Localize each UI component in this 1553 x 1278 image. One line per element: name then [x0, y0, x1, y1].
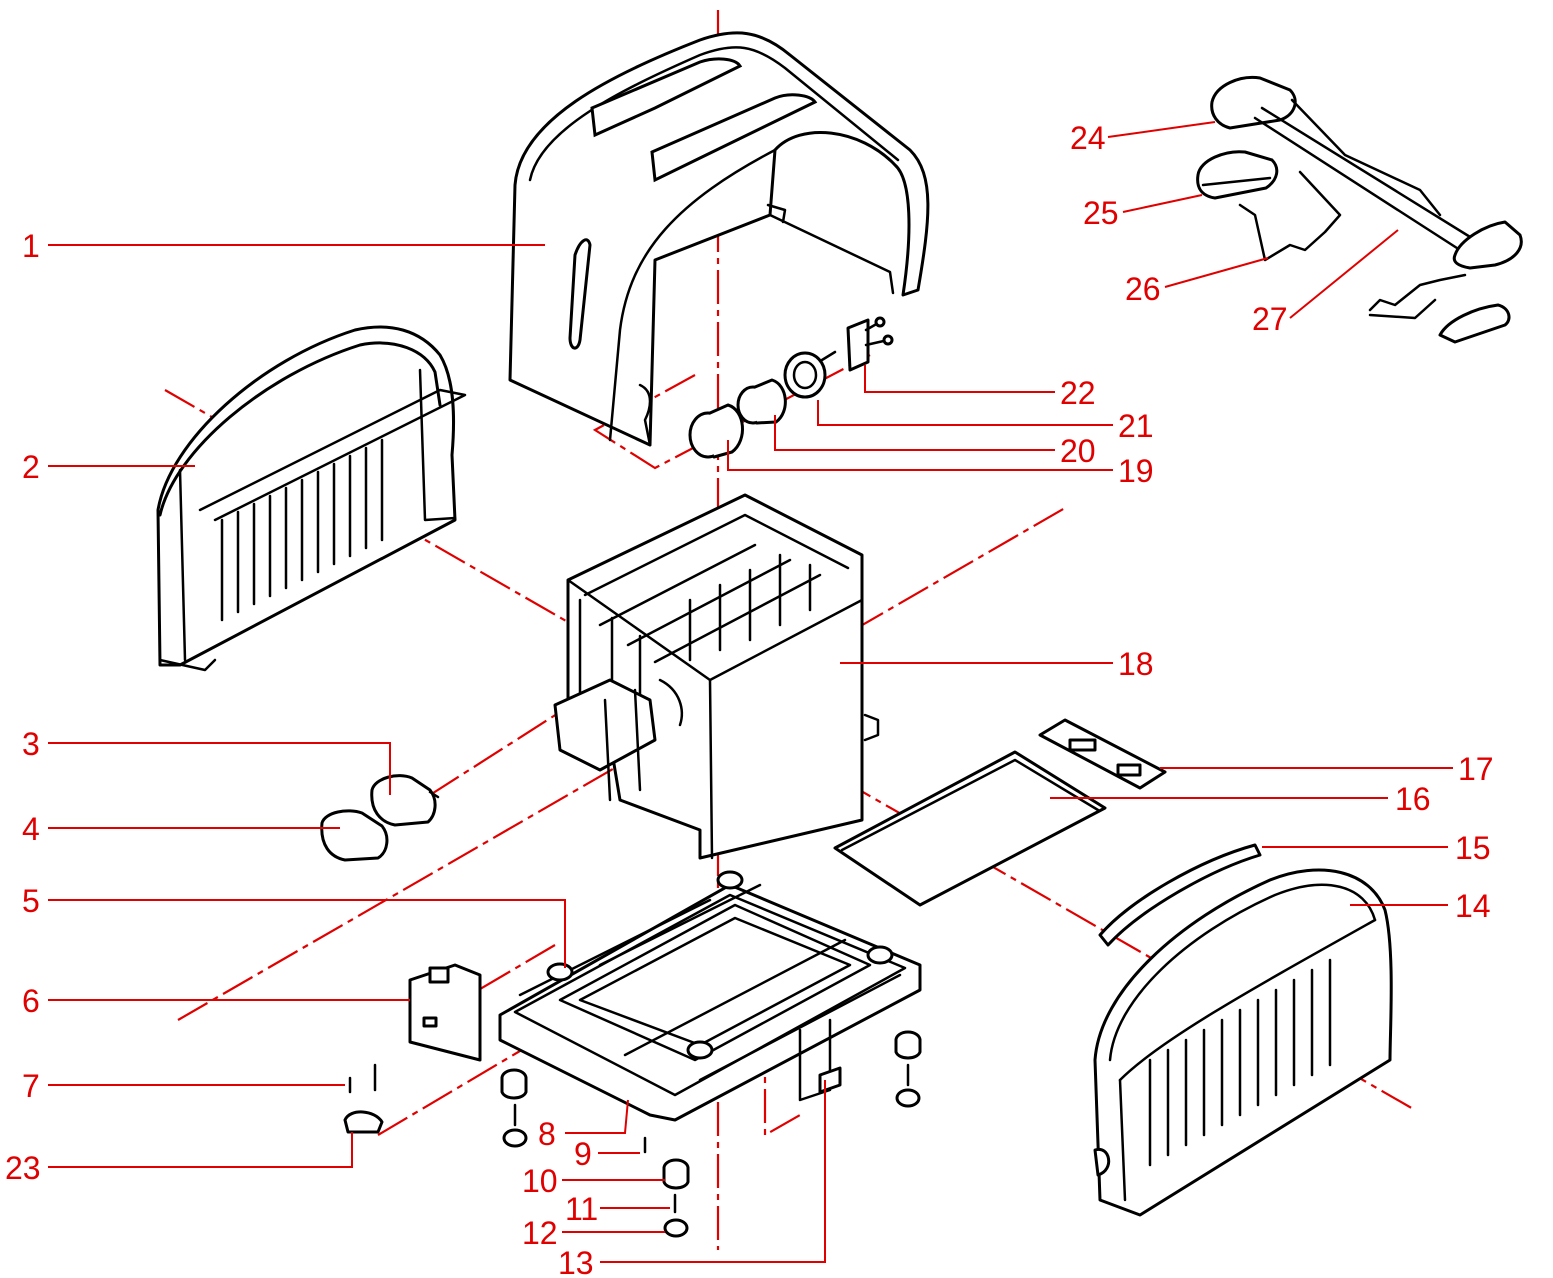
callout-5: 5: [22, 883, 40, 919]
callout-3: 3: [22, 726, 40, 762]
carriage-wire-right: [1368, 273, 1467, 320]
callout-22: 22: [1060, 375, 1096, 411]
callout-1: 1: [22, 228, 40, 264]
base-feet: [500, 1030, 922, 1190]
callout-9: 9: [574, 1136, 592, 1172]
callout-13: 13: [558, 1245, 594, 1278]
callout-23: 23: [5, 1150, 41, 1186]
right-side-panel: [1093, 868, 1393, 1217]
cancel-button-cap: [320, 809, 389, 862]
callout-20: 20: [1060, 433, 1096, 469]
crumb-tray-handle: [1038, 718, 1167, 790]
callout-6: 6: [22, 983, 40, 1019]
center-base-axis: [763, 985, 801, 1137]
callout-17: 17: [1458, 751, 1494, 787]
crumb-tray: [833, 750, 1107, 907]
callout-21: 21: [1118, 408, 1154, 444]
callout-2: 2: [22, 449, 40, 485]
callout-labels: 1 2 3 4 5 6 7 8 9 10 11 12 13 14 15 16 1…: [5, 120, 1494, 1278]
right-panel-vents: [1148, 958, 1332, 1167]
callout-25: 25: [1083, 195, 1119, 231]
callout-24: 24: [1070, 120, 1106, 156]
callout-12: 12: [522, 1215, 558, 1251]
callout-14: 14: [1455, 888, 1491, 924]
carriage-handle-lower: [1196, 150, 1279, 200]
base-screws: [348, 1063, 910, 1214]
base-nuts: [502, 1088, 921, 1238]
left-side-panel: [156, 325, 467, 672]
callout-16: 16: [1395, 781, 1431, 817]
lever-knob: [370, 774, 440, 827]
timer-mounting-bracket: [846, 316, 894, 372]
heating-chassis: [553, 493, 880, 860]
left-panel-vents: [220, 438, 384, 622]
knob-escutcheon-plate: [783, 350, 837, 399]
lever-axis: [429, 711, 561, 796]
callout-19: 19: [1118, 453, 1154, 489]
callout-11: 11: [565, 1191, 598, 1227]
switch-axis: [469, 944, 556, 996]
callout-15: 15: [1455, 830, 1491, 866]
carriage-handle-small: [1438, 303, 1511, 344]
knob-insert: [736, 378, 787, 425]
carriage-handle-right: [1452, 220, 1523, 270]
base-frame: [498, 870, 922, 1122]
switch-board: [408, 963, 482, 1062]
callout-27: 27: [1252, 301, 1288, 337]
callout-7: 7: [22, 1068, 40, 1104]
callout-8: 8: [538, 1116, 556, 1152]
carriage-rod: [1253, 98, 1477, 252]
right-side-trim: [1098, 843, 1262, 947]
callout-4: 4: [22, 811, 40, 847]
callout-10: 10: [522, 1163, 558, 1199]
carriage-wire-left: [1238, 170, 1342, 262]
timer-knob: [688, 403, 745, 459]
top-cover: [508, 31, 930, 447]
leader-lines: [48, 121, 1453, 1263]
cord-clamp: [343, 1110, 384, 1134]
callout-18: 18: [1118, 646, 1154, 682]
callout-26: 26: [1125, 271, 1161, 307]
